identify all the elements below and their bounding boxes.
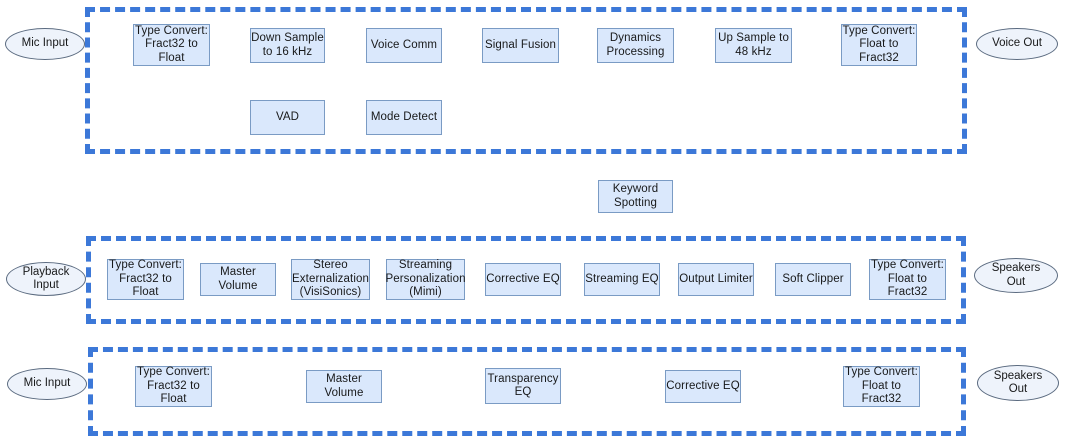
node-dynamics-processing[interactable]: Dynamics Processing [597, 28, 674, 63]
node-type-convert-fract32-to-float-transparency[interactable]: Type Convert: Fract32 to Float [135, 366, 212, 407]
node-stereo-externalization[interactable]: Stereo Externalization (VisiSonics) [291, 259, 370, 300]
node-type-convert-float-to-fract32-transparency[interactable]: Type Convert: Float to Fract32 [843, 366, 920, 407]
node-vad[interactable]: VAD [250, 100, 325, 135]
node-type-convert-float-to-fract32-voice[interactable]: Type Convert: Float to Fract32 [841, 24, 917, 66]
node-transparency-eq[interactable]: Transparency EQ [485, 368, 561, 404]
terminal-mic-input-voice[interactable]: Mic Input [5, 28, 85, 60]
node-type-convert-float-to-fract32-playback[interactable]: Type Convert: Float to Fract32 [869, 259, 946, 300]
node-master-volume-playback[interactable]: Master Volume [200, 263, 276, 296]
node-master-volume-transparency[interactable]: Master Volume [306, 370, 382, 403]
node-keyword-spotting[interactable]: Keyword Spotting [598, 180, 673, 213]
node-soft-clipper[interactable]: Soft Clipper [775, 263, 851, 296]
node-type-convert-fract32-to-float-voice[interactable]: Type Convert: Fract32 to Float [133, 24, 210, 66]
terminal-speakers-out-transparency[interactable]: Speakers Out [977, 365, 1059, 401]
node-voice-comm[interactable]: Voice Comm [366, 28, 442, 63]
node-signal-fusion[interactable]: Signal Fusion [482, 28, 559, 63]
node-type-convert-fract32-to-float-playback[interactable]: Type Convert: Fract32 to Float [107, 259, 184, 300]
node-streaming-eq[interactable]: Streaming EQ [584, 263, 660, 296]
node-output-limiter[interactable]: Output Limiter [678, 263, 754, 296]
terminal-voice-out[interactable]: Voice Out [976, 28, 1058, 60]
node-streaming-personalization[interactable]: Streaming Personalization (Mimi) [385, 259, 466, 300]
terminal-speakers-out-playback[interactable]: Speakers Out [974, 258, 1058, 293]
node-corrective-eq-transparency[interactable]: Corrective EQ [665, 370, 741, 403]
node-up-sample-48khz[interactable]: Up Sample to 48 kHz [715, 28, 792, 63]
node-mode-detect[interactable]: Mode Detect [366, 100, 442, 135]
terminal-mic-input-transparency[interactable]: Mic Input [7, 368, 87, 400]
terminal-playback-input[interactable]: Playback Input [6, 262, 86, 296]
node-down-sample-16khz[interactable]: Down Sample to 16 kHz [250, 28, 325, 63]
node-corrective-eq-playback[interactable]: Corrective EQ [485, 263, 561, 296]
